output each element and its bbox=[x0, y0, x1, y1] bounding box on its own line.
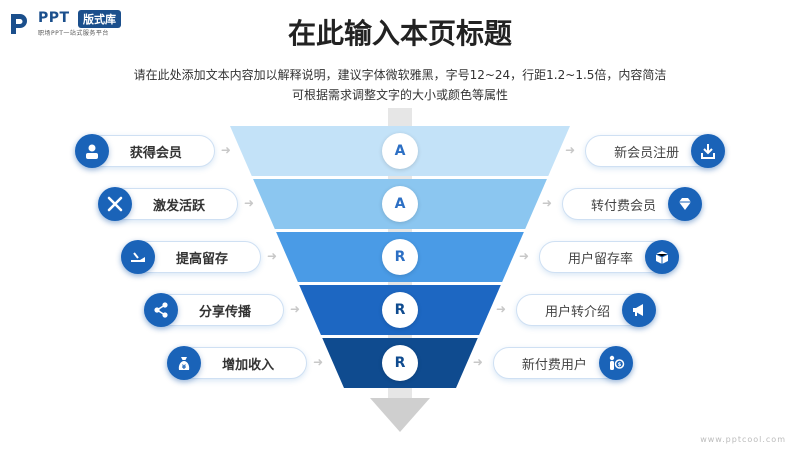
arrow-right-icon: ➜ bbox=[313, 355, 324, 369]
logo-mark-icon bbox=[11, 14, 27, 34]
left-item-label: 获得会员 bbox=[129, 145, 182, 161]
megaphone-icon bbox=[632, 304, 643, 316]
funnel-letter-5: R bbox=[382, 345, 418, 381]
left-item-icon-badge bbox=[97, 187, 132, 221]
left-item-icon-badge: ¥ bbox=[167, 346, 202, 380]
subtitle-line-2: 可根据需求调整文字的大小或颜色等属性 bbox=[291, 88, 508, 102]
funnel-letter-4: R bbox=[382, 292, 418, 328]
right-item-label: 用户留存率 bbox=[568, 251, 634, 267]
left-item-label: 增加收入 bbox=[222, 357, 275, 373]
arrow-right-icon: ➜ bbox=[495, 302, 506, 316]
left-item-icon-badge bbox=[74, 134, 109, 168]
right-item-icon-badge: $ bbox=[598, 346, 633, 380]
download-icon bbox=[701, 144, 716, 159]
subtitle-line-1: 请在此处添加文本内容加以解释说明，建议字体微软雅黑，字号12~24，行距1.2~… bbox=[133, 68, 667, 82]
arrow-right-icon: ➜ bbox=[519, 249, 530, 263]
funnel-letter-3: R bbox=[382, 239, 418, 275]
logo-brand: PPT bbox=[38, 10, 70, 26]
logo-tagline: 职场PPT一站式服务平台 bbox=[38, 30, 109, 37]
funnel-letter-2: A bbox=[382, 186, 418, 222]
right-item-label: 新会员注册 bbox=[614, 145, 680, 161]
logo-badge: 版式库 bbox=[78, 10, 121, 28]
right-item-label: 转付费会员 bbox=[591, 198, 657, 214]
hand-icon bbox=[131, 252, 145, 262]
left-item-label: 分享传播 bbox=[199, 304, 252, 320]
tools-icon bbox=[107, 196, 123, 212]
arrow-right-icon: ➜ bbox=[472, 355, 483, 369]
share-icon bbox=[154, 302, 168, 318]
logo: PPT 版式库 职场PPT一站式服务平台 bbox=[8, 8, 148, 38]
svg-text:$: $ bbox=[618, 362, 622, 368]
svg-text:¥: ¥ bbox=[182, 364, 187, 371]
diamond-icon bbox=[679, 198, 692, 210]
right-item-icon-badge bbox=[645, 240, 679, 274]
money-bag-icon: ¥ bbox=[178, 357, 190, 371]
left-item-icon-badge bbox=[144, 293, 179, 327]
arrow-right-icon: ➜ bbox=[290, 302, 301, 316]
left-item-icon-badge bbox=[121, 240, 155, 274]
right-item-icon-badge bbox=[621, 293, 656, 327]
right-item-label: 用户转介绍 bbox=[544, 304, 610, 320]
down-arrow-icon bbox=[370, 398, 430, 432]
page-title: 在此输入本页标题 bbox=[287, 17, 512, 50]
arrow-right-icon: ➜ bbox=[243, 196, 254, 210]
watermark: www.pptcool.com bbox=[700, 435, 786, 444]
user-icon bbox=[85, 144, 98, 159]
right-item-label: 新付费用户 bbox=[521, 357, 587, 373]
right-item-icon-badge bbox=[691, 134, 726, 168]
box-icon bbox=[655, 251, 669, 264]
funnel-letter-1: A bbox=[382, 133, 418, 169]
left-item-label: 提高留存 bbox=[176, 251, 229, 267]
arrow-right-icon: ➜ bbox=[267, 249, 278, 263]
arrow-right-icon: ➜ bbox=[565, 143, 576, 157]
left-item-label: 激发活跃 bbox=[152, 198, 205, 214]
paying-user-icon: $ bbox=[609, 355, 625, 370]
arrow-right-icon: ➜ bbox=[220, 143, 231, 157]
arrow-right-icon: ➜ bbox=[542, 196, 553, 210]
right-item-icon-badge bbox=[668, 187, 703, 221]
